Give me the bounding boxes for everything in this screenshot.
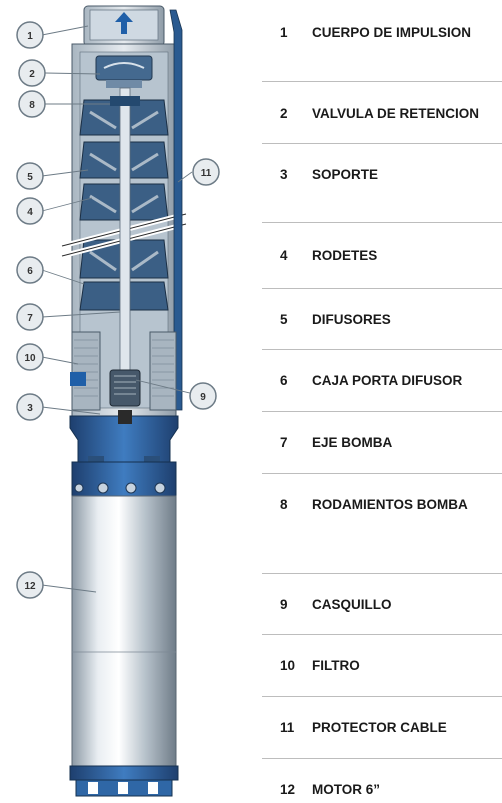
- svg-text:11: 11: [201, 168, 212, 179]
- legend-divider: [262, 222, 502, 223]
- support-bracket: [69, 410, 179, 466]
- legend-number: 8: [280, 497, 288, 512]
- callout-2: 2: [18, 59, 46, 87]
- parts-legend: 1 CUERPO DE IMPULSION 2 VALVULA DE RETEN…: [270, 0, 502, 803]
- callout-3: 3: [16, 393, 44, 421]
- svg-text:6: 6: [27, 266, 33, 277]
- cable-guard: [169, 9, 183, 411]
- legend-label: RODETES: [312, 248, 378, 263]
- legend-number: 11: [280, 720, 295, 735]
- legend-number: 9: [280, 597, 288, 612]
- legend-item-1: 1 CUERPO DE IMPULSION: [270, 25, 502, 40]
- legend-label: CASQUILLO: [312, 597, 392, 612]
- legend-number: 12: [280, 782, 296, 797]
- legend-divider: [262, 288, 502, 289]
- callout-1: 1: [16, 21, 44, 49]
- legend-number: 4: [280, 248, 288, 263]
- svg-text:5: 5: [27, 172, 33, 183]
- legend-item-8: 8 RODAMIENTOS BOMBA: [270, 497, 502, 512]
- legend-label: PROTECTOR CABLE: [312, 720, 447, 735]
- check-valve: [95, 55, 153, 88]
- legend-label: RODAMIENTOS BOMBA: [312, 497, 468, 512]
- legend-item-2: 2 VALVULA DE RETENCION: [270, 106, 502, 121]
- legend-divider: [262, 758, 502, 759]
- coupling-sleeve: [109, 369, 141, 407]
- legend-number: 1: [280, 25, 288, 40]
- legend-number: 10: [280, 658, 296, 673]
- svg-text:10: 10: [24, 353, 36, 364]
- legend-item-4: 4 RODETES: [270, 248, 502, 263]
- legend-label: EJE BOMBA: [312, 435, 393, 450]
- legend-label: CAJA PORTA DIFUSOR: [312, 373, 463, 388]
- svg-text:7: 7: [27, 313, 33, 324]
- legend-divider: [262, 573, 502, 574]
- callout-5: 5: [16, 162, 44, 190]
- legend-item-12: 12 MOTOR 6”: [270, 782, 502, 797]
- legend-divider: [262, 696, 502, 697]
- legend-item-9: 9 CASQUILLO: [270, 597, 502, 612]
- legend-label: CUERPO DE IMPULSION: [312, 25, 472, 40]
- discharge-head: [83, 5, 165, 47]
- motor: [69, 461, 179, 797]
- svg-text:9: 9: [200, 392, 206, 403]
- callout-11: 11: [192, 158, 220, 186]
- svg-text:3: 3: [27, 403, 33, 414]
- legend-item-7: 7 EJE BOMBA: [270, 435, 502, 450]
- legend-label: SOPORTE: [312, 167, 379, 182]
- legend-number: 5: [280, 312, 288, 327]
- callout-9: 9: [189, 382, 217, 410]
- leader-lines: [41, 25, 193, 593]
- suction-filter: [70, 331, 177, 411]
- legend-item-6: 6 CAJA PORTA DIFUSOR: [270, 373, 502, 388]
- legend-item-5: 5 DIFUSORES: [270, 312, 502, 327]
- svg-text:12: 12: [24, 581, 36, 592]
- legend-label: VALVULA DE RETENCION: [312, 106, 480, 121]
- legend-divider: [262, 81, 502, 82]
- legend-number: 3: [280, 167, 288, 182]
- callout-6: 6: [16, 256, 44, 284]
- callout-10: 10: [16, 343, 44, 371]
- legend-label: FILTRO: [312, 658, 360, 673]
- legend-divider: [262, 143, 502, 144]
- legend-item-10: 10 FILTRO: [270, 658, 502, 673]
- legend-label: MOTOR 6”: [312, 782, 381, 797]
- legend-divider: [262, 411, 502, 412]
- callout-8: 8: [18, 90, 46, 118]
- svg-text:2: 2: [29, 69, 35, 80]
- legend-number: 6: [280, 373, 288, 388]
- legend-divider: [262, 349, 502, 350]
- legend-number: 2: [280, 106, 288, 121]
- legend-divider: [262, 473, 502, 474]
- pump-cutaway-diagram: 1 2 8 5 4 6 7 10 3 11 9 12: [16, 5, 220, 797]
- legend-item-3: 3 SOPORTE: [270, 167, 502, 182]
- legend-divider: [262, 634, 502, 635]
- svg-text:4: 4: [27, 207, 33, 218]
- legend-label: DIFUSORES: [312, 312, 391, 327]
- svg-text:1: 1: [27, 31, 33, 42]
- legend-item-11: 11 PROTECTOR CABLE: [270, 720, 502, 735]
- callout-7: 7: [16, 303, 44, 331]
- legend-number: 7: [280, 435, 288, 450]
- callout-4: 4: [16, 197, 44, 225]
- callout-12: 12: [16, 571, 44, 599]
- svg-text:8: 8: [29, 100, 35, 111]
